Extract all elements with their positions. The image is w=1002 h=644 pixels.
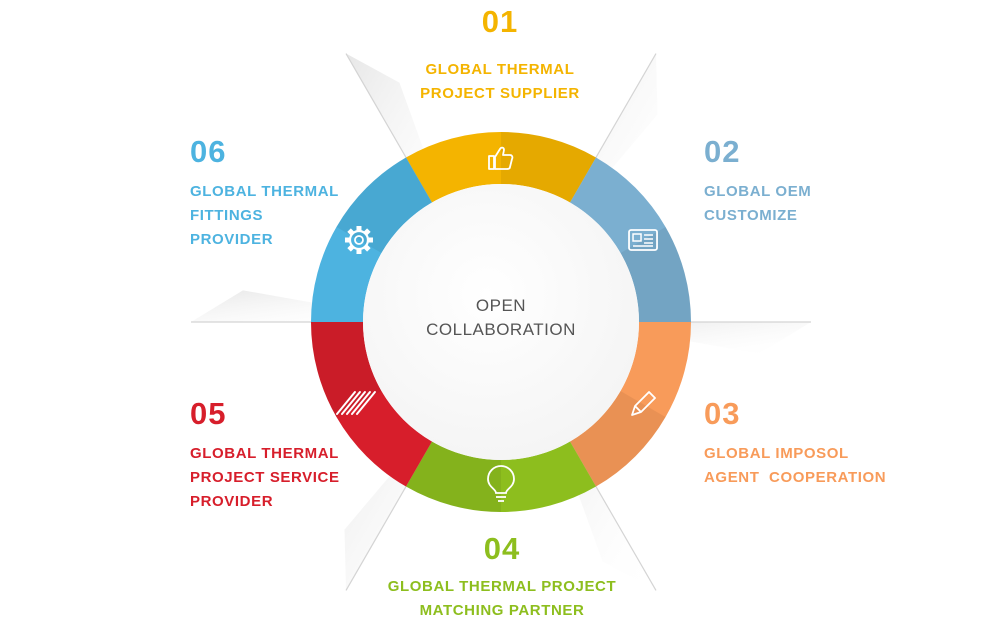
item-label-line: CUSTOMIZE bbox=[704, 207, 798, 224]
item-label-line: PROVIDER bbox=[190, 231, 274, 248]
item-label: GLOBAL IMPOSOL AGENT COOPERATION bbox=[704, 442, 944, 490]
item-label-line: GLOBAL THERMAL PROJECT bbox=[387, 578, 617, 595]
ring-segment-shade bbox=[406, 441, 501, 512]
gear-icon bbox=[344, 226, 373, 254]
item-03: 03 GLOBAL IMPOSOL AGENT COOPERATION bbox=[704, 396, 944, 490]
item-02: 02 GLOBAL OEM CUSTOMIZE bbox=[704, 134, 924, 228]
item-number: 06 bbox=[190, 134, 227, 169]
item-label-line: PROVIDER bbox=[190, 493, 274, 510]
item-label-line: GLOBAL THERMAL bbox=[190, 445, 339, 462]
item-label-line: AGENT COOPERATION bbox=[704, 469, 887, 486]
center-title-line-1: OPEN bbox=[475, 296, 527, 315]
item-number: 02 bbox=[704, 134, 741, 169]
ring-segment-shade bbox=[570, 391, 666, 487]
item-label-line: GLOBAL THERMAL bbox=[190, 183, 339, 200]
center-circle bbox=[363, 184, 639, 460]
ring-segment-01 bbox=[406, 131, 596, 203]
ring-segment-05 bbox=[311, 322, 432, 487]
item-label: GLOBAL THERMAL PROJECT MATCHING PARTNER bbox=[362, 575, 642, 623]
item-label-line: FITTINGS bbox=[190, 207, 264, 224]
item-label: GLOBAL THERMAL PROJECT SUPPLIER bbox=[400, 58, 600, 106]
item-04: 04 GLOBAL THERMAL PROJECT MATCHING PARTN… bbox=[362, 531, 642, 623]
item-label-line: MATCHING PARTNER bbox=[419, 602, 585, 619]
document-icon bbox=[628, 229, 658, 251]
segment-icons bbox=[335, 146, 658, 502]
item-number: 03 bbox=[704, 396, 741, 431]
pencil-icon bbox=[631, 391, 656, 416]
item-label-line: PROJECT SUPPLIER bbox=[420, 85, 580, 102]
item-label-line: GLOBAL OEM bbox=[704, 183, 812, 200]
ring-segments bbox=[311, 131, 691, 513]
ring-segment-02 bbox=[570, 157, 691, 322]
heating-coil-icon bbox=[335, 391, 376, 415]
center-title-line-2: COLLABORATION bbox=[426, 320, 576, 339]
ring-segment-03 bbox=[570, 322, 691, 487]
ring-segment-04 bbox=[406, 441, 596, 513]
item-01: 01 GLOBAL THERMAL PROJECT SUPPLIER bbox=[400, 4, 600, 106]
thumbs-up-icon bbox=[488, 146, 514, 170]
center-title: OPEN COLLABORATION bbox=[391, 294, 611, 342]
item-label-line: GLOBAL THERMAL bbox=[425, 61, 575, 78]
item-number: 04 bbox=[483, 531, 521, 566]
item-label: GLOBAL THERMAL FITTINGS PROVIDER bbox=[190, 180, 390, 252]
item-number: 01 bbox=[481, 4, 519, 39]
item-05: 05 GLOBAL THERMAL PROJECT SERVICE PROVID… bbox=[190, 396, 390, 514]
item-label: GLOBAL OEM CUSTOMIZE bbox=[704, 180, 924, 228]
item-label-line: PROJECT SERVICE bbox=[190, 469, 340, 486]
ring-segment-shade bbox=[501, 132, 596, 203]
item-label: GLOBAL THERMAL PROJECT SERVICE PROVIDER bbox=[190, 442, 390, 514]
item-06: 06 GLOBAL THERMAL FITTINGS PROVIDER bbox=[190, 134, 390, 252]
item-label-line: GLOBAL IMPOSOL bbox=[704, 445, 849, 462]
lightbulb-icon bbox=[487, 465, 515, 502]
item-number: 05 bbox=[190, 396, 227, 431]
